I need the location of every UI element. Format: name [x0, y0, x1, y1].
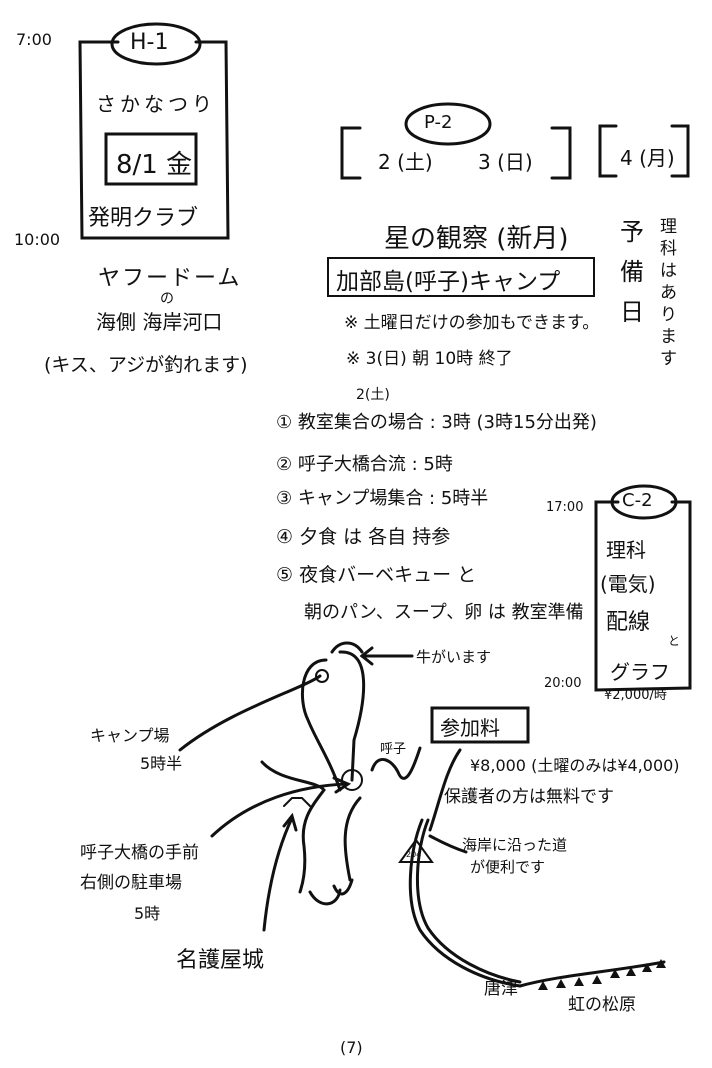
h1-place-line1: ヤフードーム: [98, 266, 242, 291]
c2-time-end: 20:00: [544, 676, 582, 691]
map-camp-label: キャンプ場: [90, 726, 170, 745]
map-yobuko-label: 呼子: [380, 742, 407, 757]
p2-reserve-note: 理科はあります: [660, 217, 677, 369]
map-matsubara-label: 虹の松原: [568, 995, 636, 1015]
c2-line1: 理科: [606, 538, 646, 562]
c2-time-start: 17:00: [546, 500, 584, 515]
map-karatsu-label: 唐津: [484, 979, 518, 999]
schedule-item-5: ⑤ 夜食バーベキュー と: [276, 564, 477, 586]
p2-note1: ※ 土曜日だけの参加もできます。: [344, 313, 600, 333]
p2-subtitle: 加部島(呼子)キャンプ: [336, 269, 561, 295]
map-road-label-2: が便利です: [470, 858, 546, 876]
schedule-item-2: ② 呼子大橋合流 : 5時: [276, 454, 453, 475]
c2-price: ¥2,000/時: [604, 688, 667, 703]
h1-time-start: 7:00: [16, 30, 52, 49]
schedule-day-label: 2(土): [356, 387, 390, 403]
h1-club: 発明クラブ: [88, 206, 199, 231]
map-bridge-time: 5時: [134, 904, 161, 923]
h1-time-end: 10:00: [14, 230, 61, 249]
schedule-item-1: ① 教室集合の場合 : 3時 (3時15分出発): [276, 412, 597, 433]
fee-amount: ¥8,000 (土曜のみは¥4,000): [470, 756, 680, 775]
h1-place-line3: 海側 海岸河口: [96, 310, 223, 334]
c2-line3: 配線: [606, 610, 651, 635]
p2-reserve-label: 予備日: [620, 218, 644, 326]
p2-reserve-day: 4 (月): [620, 146, 675, 170]
p2-day1: 2 (土): [378, 150, 433, 174]
h1-activity: さかなつり: [96, 92, 216, 116]
map-camp-time: 5時半: [140, 754, 183, 773]
h1-date: 8/1 金: [116, 150, 193, 180]
p2-code: P-2: [424, 112, 453, 133]
map-road-label-1: 海岸に沿った道: [462, 836, 568, 854]
c2-line5: グラフ: [610, 660, 670, 684]
schedule-footer: 朝のパン、スープ、卵 は 教室準備: [304, 602, 584, 623]
p2-day2: 3 (日): [478, 150, 533, 174]
map-ushi-label: 牛がいます: [416, 648, 492, 666]
fee-title: 参加料: [440, 716, 500, 740]
c2-line4: と: [668, 634, 681, 648]
h1-code: H-1: [130, 30, 169, 55]
schedule-item-3: ③ キャンプ場集合 : 5時半: [276, 488, 489, 509]
fee-note: 保護者の方は無料です: [444, 787, 614, 807]
c2-line2: (電気): [600, 572, 656, 596]
map-route-number: 204: [406, 850, 422, 859]
page-number: (7): [340, 1038, 363, 1057]
map-bridge-label-1: 呼子大橋の手前: [80, 843, 199, 863]
map-castle-label: 名護屋城: [176, 948, 265, 973]
c2-code: C-2: [622, 490, 653, 511]
h1-note: (キス、アジが釣れます): [44, 354, 248, 376]
schedule-item-4: ④ 夕食 は 各自 持参: [276, 526, 451, 548]
p2-note2: ※ 3(日) 朝 10時 終了: [346, 349, 513, 369]
p2-title: 星の観察 (新月): [384, 224, 569, 254]
map-bridge-label-2: 右側の駐車場: [80, 873, 182, 893]
h1-place-line2: の: [160, 291, 174, 307]
